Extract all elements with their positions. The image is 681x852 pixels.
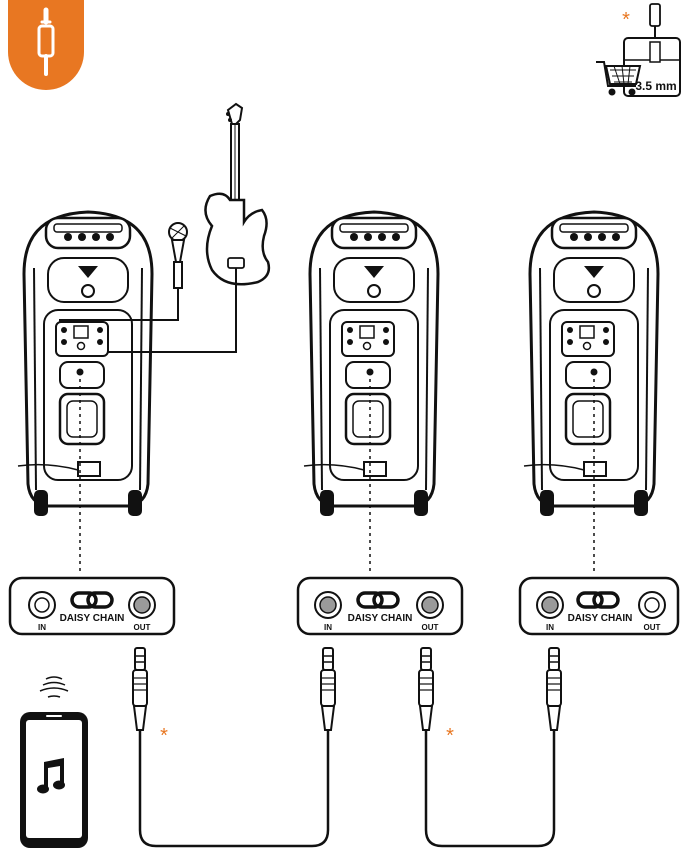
daisy-chain-panel-2: DAISY CHAIN IN OUT: [296, 576, 464, 636]
cart-asterisk: *: [622, 9, 630, 31]
speaker-3: [522, 210, 660, 518]
panel-out-label: OUT: [422, 623, 439, 632]
wifi-waves-icon: [39, 676, 69, 698]
speaker-2: [302, 210, 440, 518]
music-note-icon: [37, 758, 65, 794]
speaker-1: [16, 210, 154, 518]
chain-link-icon: [356, 591, 400, 609]
daisy-chain-panel-3: DAISY CHAIN IN OUT: [518, 576, 680, 636]
panel-out-label: OUT: [134, 623, 151, 632]
panel-title: DAISY CHAIN: [60, 613, 125, 624]
guitar-icon: [204, 102, 271, 286]
microphone-icon: [168, 222, 188, 289]
audio-jack-badge-icon: [8, 0, 84, 90]
panel-out-label: OUT: [644, 623, 661, 632]
smartphone-icon: [20, 712, 88, 848]
panel-in-label: IN: [38, 623, 46, 632]
panel-in-label: IN: [324, 623, 332, 632]
chain-link-icon: [576, 591, 620, 609]
daisy-chain-cable-2: *: [418, 647, 562, 848]
cable-size-label: 3.5 mm: [635, 79, 676, 93]
shopping-cart-cable-icon: * 3.5 mm: [596, 3, 681, 97]
panel-title: DAISY CHAIN: [568, 613, 633, 624]
cable-asterisk: *: [446, 725, 454, 747]
cable-asterisk: *: [160, 725, 168, 747]
panel-in-label: IN: [546, 623, 554, 632]
panel-title: DAISY CHAIN: [348, 613, 413, 624]
chain-link-icon: [70, 591, 114, 609]
daisy-chain-panel-1: DAISY CHAIN IN OUT: [8, 576, 176, 636]
leader-lines: [79, 372, 595, 574]
daisy-chain-cable-1: *: [132, 647, 336, 848]
